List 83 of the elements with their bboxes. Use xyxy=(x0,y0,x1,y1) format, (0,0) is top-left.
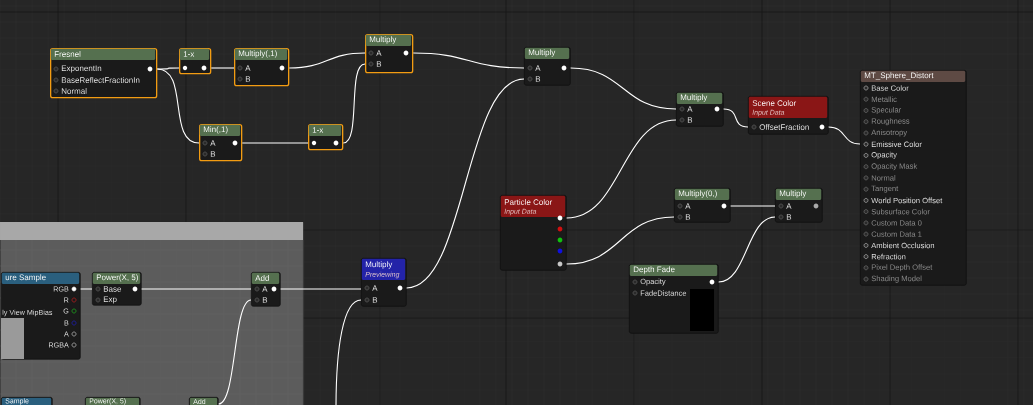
material-node xyxy=(179,48,212,75)
material-node xyxy=(251,272,281,307)
wire xyxy=(566,119,677,219)
pin-label: BaseReflectFractionIn xyxy=(53,77,140,83)
material-node xyxy=(199,124,243,162)
pin-label: B xyxy=(237,76,251,82)
pin-label: A xyxy=(677,203,691,209)
pin-label: ExponentIn xyxy=(53,65,102,73)
material-node xyxy=(748,96,829,135)
node-title: Multiply(,1) xyxy=(238,50,277,58)
pin-label: OffsetFraction xyxy=(751,124,809,130)
wire xyxy=(730,205,776,207)
material-node xyxy=(50,48,158,99)
material-node xyxy=(361,258,407,307)
node-title: Multiply xyxy=(369,36,397,44)
pin-label: B xyxy=(679,117,693,123)
pin-label: B xyxy=(778,214,792,220)
node-title: Depth Fade xyxy=(633,266,675,274)
wire xyxy=(412,52,525,69)
pin-label: B xyxy=(254,297,268,303)
wire xyxy=(218,299,252,405)
node-title: MT_Sphere_Distort xyxy=(864,72,934,80)
material-node xyxy=(85,397,141,405)
pin-label: A xyxy=(778,203,792,209)
pin-label: Base xyxy=(95,286,122,292)
pin-label: B xyxy=(677,214,691,220)
material-node xyxy=(629,264,719,334)
wire xyxy=(566,216,675,265)
node-title: 1-x xyxy=(183,51,195,57)
wire xyxy=(80,288,93,290)
pin-label: A xyxy=(237,65,251,71)
node-title: Multiply xyxy=(779,190,807,198)
wire xyxy=(141,288,252,290)
node-title: 1-x xyxy=(312,127,324,133)
material-node xyxy=(524,47,571,86)
pin-label: A xyxy=(364,285,378,291)
material-node xyxy=(308,124,344,151)
wire xyxy=(570,67,677,110)
wire xyxy=(828,126,861,145)
material-node xyxy=(775,188,823,223)
pin-label: Normal xyxy=(53,88,87,94)
wire xyxy=(335,299,362,405)
material-node xyxy=(676,92,724,127)
material-node xyxy=(860,70,967,286)
material-node xyxy=(365,34,414,74)
wire xyxy=(406,78,525,289)
wire xyxy=(156,68,200,144)
pin-label: B xyxy=(368,61,382,67)
wire xyxy=(718,216,776,283)
node-title: Fresnel xyxy=(54,51,81,57)
node-title: Add xyxy=(255,275,269,281)
pin-label: A xyxy=(679,106,693,112)
material-node xyxy=(500,195,567,271)
node-title: Multiply xyxy=(528,49,556,57)
pin-label: B xyxy=(202,151,216,157)
pin-label: Exp xyxy=(95,296,117,304)
pin-label: A xyxy=(202,140,216,146)
node-title: Multiply xyxy=(365,261,393,269)
wire xyxy=(156,67,180,70)
wire xyxy=(280,288,362,290)
material-node xyxy=(1,272,81,360)
node-title: Multiply(0,) xyxy=(678,190,717,198)
pin-label: A xyxy=(254,286,268,292)
node-title: Power(X, 5) xyxy=(96,274,138,282)
node-title: ure Sample xyxy=(5,274,46,282)
wire xyxy=(342,63,366,144)
wire xyxy=(241,142,309,144)
node-title: Particle Color xyxy=(504,199,553,205)
pin-label: A xyxy=(527,65,541,71)
material-node xyxy=(674,188,731,223)
material-node xyxy=(234,48,290,87)
material-node xyxy=(189,397,219,405)
wire xyxy=(288,52,366,69)
node-title: Scene Color xyxy=(752,100,797,106)
pin-label: B xyxy=(364,297,378,303)
node-title: Multiply xyxy=(680,94,708,102)
wire xyxy=(210,67,235,69)
material-node xyxy=(92,272,142,306)
wire xyxy=(723,108,749,128)
material-node xyxy=(1,397,53,405)
node-title: Min(,1) xyxy=(203,126,228,134)
pin-label: B xyxy=(527,76,541,82)
pin-label: A xyxy=(368,50,382,56)
